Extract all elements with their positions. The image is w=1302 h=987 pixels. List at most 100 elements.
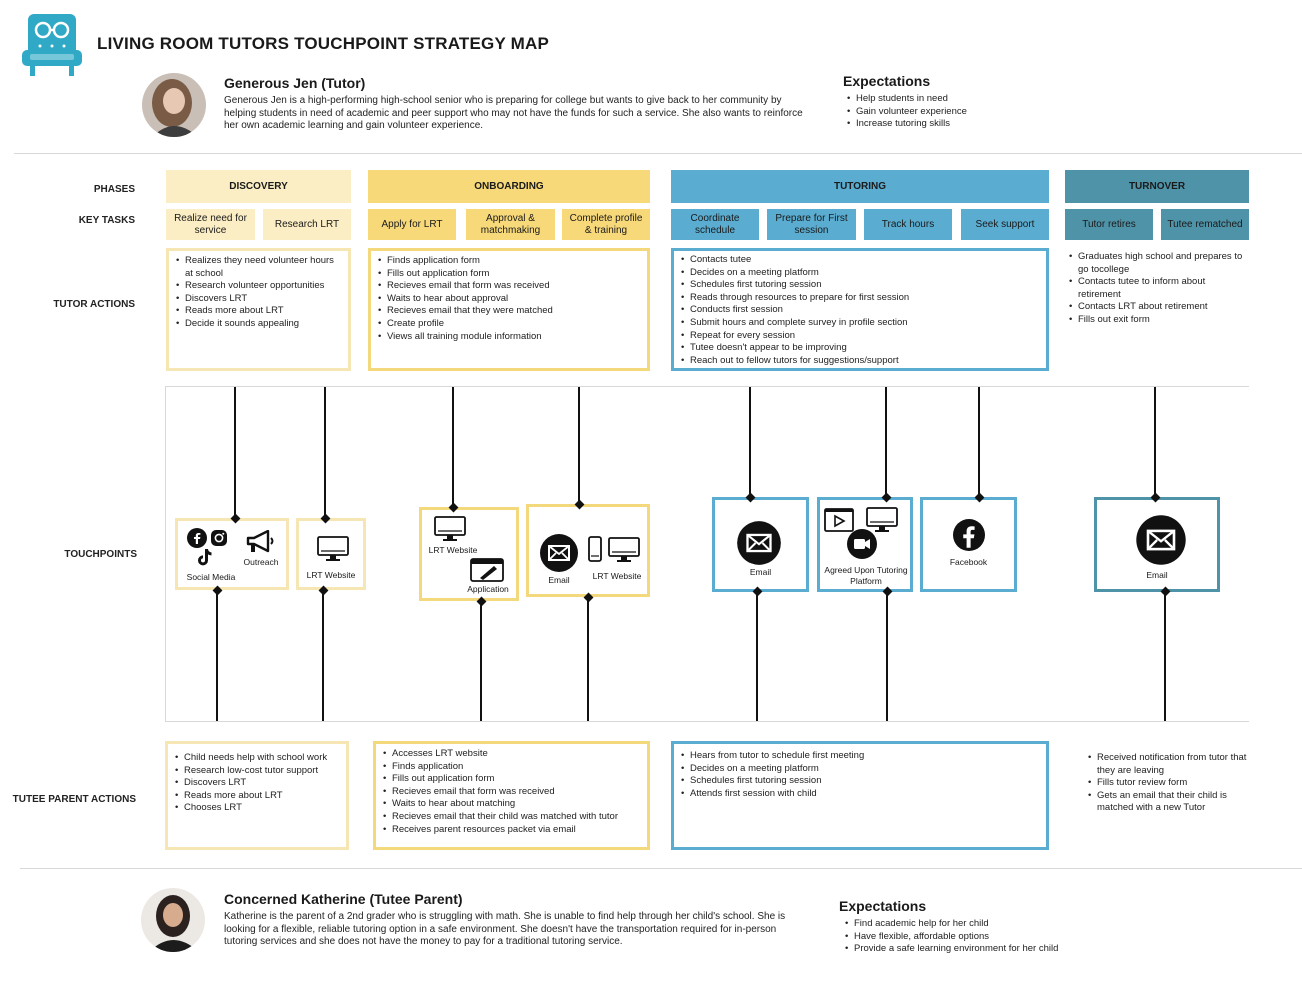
facebook-icon: [953, 519, 985, 556]
list-item: Fills tutor review form: [1087, 777, 1249, 790]
list-item: Reads through resources to prepare for f…: [680, 292, 1040, 305]
touchpoint-email-turnover: Email: [1094, 497, 1220, 592]
connector-line: [978, 387, 980, 497]
tutor-actions-turnover: Graduates high school and prepares to go…: [1068, 251, 1248, 327]
touchpoint-label: Application: [467, 584, 509, 594]
list-item: Recieves email that form was received: [382, 786, 641, 799]
divider: [20, 868, 1302, 869]
divider: [14, 153, 1302, 154]
list-item: Provide a safe learning environment for …: [844, 943, 1104, 956]
list-item: Contacts tutee to inform about retiremen…: [1068, 276, 1248, 301]
facebook-icon: [187, 528, 207, 553]
parent-description: Katherine is the parent of a 2nd grader …: [224, 911, 786, 947]
application-form-icon: [470, 558, 504, 587]
parent-actions-turnover: Received notification from tutor that th…: [1087, 752, 1249, 815]
connector-line: [1154, 387, 1156, 497]
connector-line: [756, 591, 758, 721]
email-icon: [539, 533, 579, 578]
touchpoint-email-website: Email LRT Website: [526, 504, 650, 597]
list-item: Child needs help with school work: [174, 752, 340, 765]
tutor-actions-tutoring: Contacts tutee Decides on a meeting plat…: [671, 248, 1049, 371]
desktop-icon: [434, 516, 466, 547]
mobile-phone-icon: [588, 536, 602, 567]
list-item: Finds application: [382, 761, 641, 774]
task-approval-matchmaking: Approval & matchmaking: [466, 209, 555, 240]
connector-line: [216, 590, 218, 721]
task-seek-support: Seek support: [961, 209, 1049, 240]
megaphone-icon: [245, 529, 277, 559]
parent-expectations-list: Find academic help for her child Have fl…: [844, 918, 1104, 956]
email-icon: [736, 520, 782, 571]
touchpoint-email-tutoring: Email: [712, 497, 809, 592]
list-item: Gain volunteer experience: [846, 106, 1066, 119]
connector-line: [234, 387, 236, 518]
list-item: Reach out to fellow tutors for suggestio…: [680, 355, 1040, 368]
list-item: Reads more about LRT: [175, 305, 342, 318]
parent-avatar: [141, 888, 205, 952]
list-item: Fills out application form: [377, 268, 641, 281]
list-item: Graduates high school and prepares to go…: [1068, 251, 1248, 276]
parent-name: Concerned Katherine (Tutee Parent): [224, 891, 463, 907]
list-item: Waits to hear about approval: [377, 293, 641, 306]
chair-logo-icon: [22, 12, 82, 82]
touchpoint-social-outreach: Social Media Outreach: [175, 518, 289, 590]
task-track-hours: Track hours: [864, 209, 952, 240]
list-item: Reads more about LRT: [174, 790, 340, 803]
list-item: Views all training module information: [377, 331, 641, 344]
list-item: Research volunteer opportunities: [175, 280, 342, 293]
video-player-icon: [824, 508, 854, 537]
parent-actions-onboarding: Accesses LRT website Finds application F…: [373, 741, 650, 850]
phase-tutoring: TUTORING: [671, 170, 1049, 203]
list-item: Accesses LRT website: [382, 748, 641, 761]
connector-line: [452, 387, 454, 507]
tutor-expectations-title: Expectations: [843, 73, 931, 89]
row-label-touchpoints: TOUCHPOINTS: [64, 549, 137, 560]
desktop-icon: [866, 507, 898, 538]
parent-actions-tutoring: Hears from tutor to schedule first meeti…: [671, 741, 1049, 850]
row-label-phases: PHASES: [93, 184, 135, 195]
list-item: Waits to hear about matching: [382, 798, 641, 811]
list-item: Gets an email that their child is matche…: [1087, 790, 1249, 815]
connector-line: [322, 590, 324, 721]
touchpoint-label: LRT Website: [306, 570, 356, 580]
list-item: Research low-cost tutor support: [174, 765, 340, 778]
list-item: Find academic help for her child: [844, 918, 1104, 931]
touchpoint-lrt-website: LRT Website: [296, 518, 366, 590]
touchpoint-label: Social Media: [186, 572, 236, 582]
touchpoint-label: Facebook: [949, 557, 988, 567]
list-item: Contacts tutee: [680, 254, 1040, 267]
list-item: Schedules first tutoring session: [680, 279, 1040, 292]
desktop-icon: [317, 536, 349, 567]
row-label-tutor-actions: TUTOR ACTIONS: [53, 299, 135, 310]
touchpoint-bottom-rule: [166, 721, 1249, 722]
row-label-parent-actions: TUTEE PARENT ACTIONS: [12, 794, 136, 805]
instagram-icon: [210, 529, 228, 552]
list-item: Increase tutoring skills: [846, 118, 1066, 131]
touchpoint-agreed-platform: Agreed Upon Tutoring Platform: [817, 497, 913, 592]
video-call-icon: [846, 528, 878, 565]
list-item: Finds application form: [377, 255, 641, 268]
tutor-actions-discovery: Realizes they need volunteer hours at sc…: [166, 248, 351, 371]
touchpoint-label: Agreed Upon Tutoring Platform: [824, 565, 908, 586]
connector-line: [578, 387, 580, 504]
tutor-actions-onboarding: Finds application form Fills out applica…: [368, 248, 650, 371]
tutor-avatar: [142, 73, 206, 137]
list-item: Attends first session with child: [680, 788, 1040, 801]
touchpoint-label: Outreach: [243, 557, 279, 567]
list-item: Recieves email that form was received: [377, 280, 641, 293]
task-coordinate-schedule: Coordinate schedule: [671, 209, 759, 240]
tutor-expectations-list: Help students in need Gain volunteer exp…: [846, 93, 1066, 131]
email-icon: [1135, 514, 1187, 571]
list-item: Decide it sounds appealing: [175, 318, 342, 331]
touchpoint-facebook: Facebook: [920, 497, 1017, 592]
list-item: Help students in need: [846, 93, 1066, 106]
list-item: Fills out exit form: [1068, 314, 1248, 327]
page-title: LIVING ROOM TUTORS TOUCHPOINT STRATEGY M…: [97, 34, 549, 53]
list-item: Received notification from tutor that th…: [1087, 752, 1249, 777]
connector-line: [885, 387, 887, 497]
touchpoint-website-application: LRT Website Application: [419, 507, 519, 601]
list-item: Schedules first tutoring session: [680, 775, 1040, 788]
list-item: Discovers LRT: [174, 777, 340, 790]
row-label-key-tasks: KEY TASKS: [78, 215, 135, 226]
list-item: Tutee doesn't appear to be improving: [680, 342, 1040, 355]
